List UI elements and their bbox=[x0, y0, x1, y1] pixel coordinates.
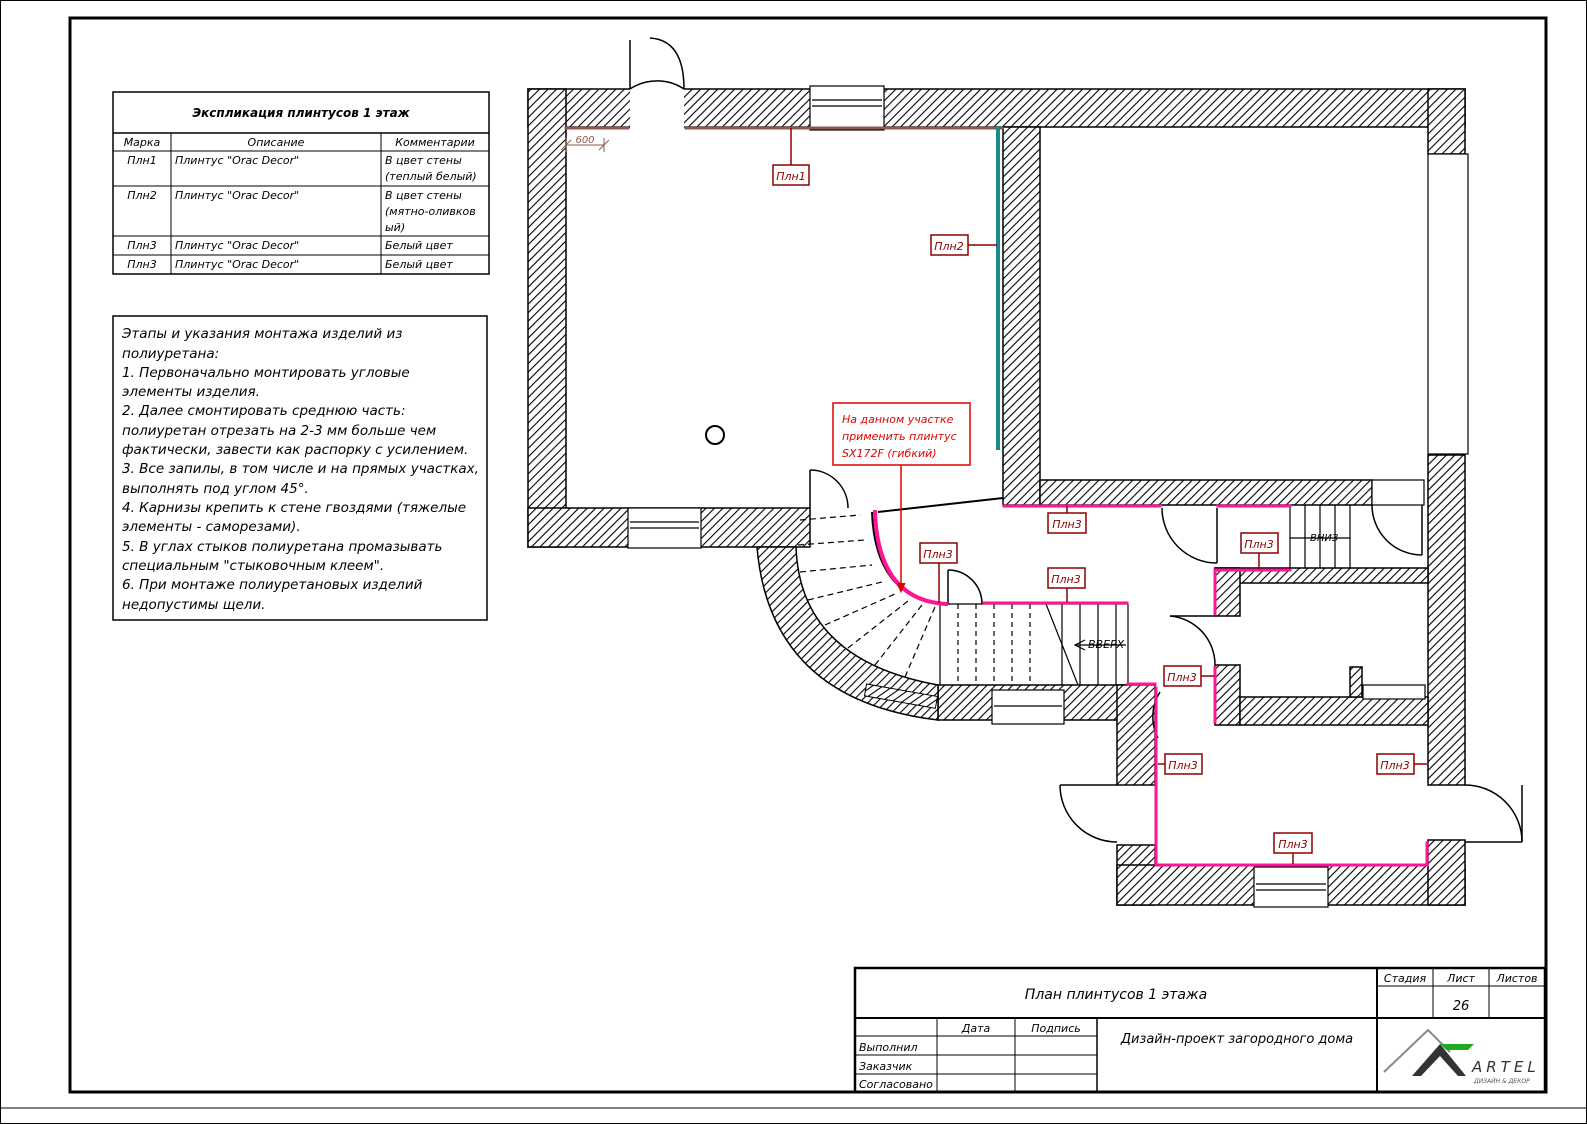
row4-desc: Плинтус "Orac Decor" bbox=[175, 258, 299, 271]
baseboards bbox=[564, 126, 1429, 867]
stage-label: Стадия bbox=[1384, 972, 1427, 985]
row2-comment-1: В цвет стены bbox=[385, 189, 462, 202]
row2-comment-2: (мятно-оливков bbox=[385, 205, 476, 218]
note-line-7: фактически, завести как распорку с усиле… bbox=[122, 442, 468, 458]
curved-stair-wall bbox=[756, 546, 939, 721]
role-approved: Согласовано bbox=[859, 1078, 933, 1091]
tag-pln3-stairs-down: Плн3 bbox=[1244, 538, 1274, 551]
stair-down-label: ВНИЗ bbox=[1310, 533, 1339, 544]
row1-comment-2: (теплый белый) bbox=[385, 170, 477, 183]
callout-line-3: SX172F (гибкий) bbox=[842, 447, 937, 460]
tag-pln3-vestibule-right: Плн3 bbox=[1380, 759, 1410, 772]
note-line-12: 5. В углах стыков полиуретана промазыват… bbox=[122, 539, 442, 555]
row1-mark: Плн1 bbox=[127, 154, 157, 167]
sign-label: Подпись bbox=[1031, 1022, 1080, 1035]
explication-title: Экспликация плинтусов 1 этаж bbox=[192, 106, 410, 120]
tag-pln1: Плн1 bbox=[776, 170, 806, 183]
tag-pln3-bath: Плн3 bbox=[1167, 671, 1197, 684]
row3-comment-1: Белый цвет bbox=[385, 239, 453, 252]
flexible-baseboard-callout: На данном участке применить плинтус SX17… bbox=[832, 402, 971, 594]
title-block: План плинтусов 1 этажа Стадия Лист Листо… bbox=[853, 966, 1547, 1094]
sheets-label: Листов bbox=[1495, 972, 1537, 985]
logo-accent-icon bbox=[1440, 1044, 1474, 1050]
drawing-frame bbox=[68, 16, 1548, 1094]
note-line-15: недопустимы щели. bbox=[122, 597, 265, 613]
col-header-mark: Марка bbox=[124, 136, 161, 149]
sheet-title: План плинтусов 1 этажа bbox=[1025, 987, 1207, 1003]
row1-desc: Плинтус "Orac Decor" bbox=[175, 154, 299, 167]
note-line-10: 4. Карнизы крепить к стене гвоздями (тяж… bbox=[122, 500, 466, 516]
entrance-gap bbox=[630, 87, 684, 129]
note-line-3: 1. Первоначально монтировать угловые bbox=[122, 365, 410, 381]
tag-pln3-hall: Плн3 bbox=[1052, 518, 1082, 531]
row4-mark: Плн3 bbox=[127, 258, 157, 271]
tag-pln3-stairs: Плн3 bbox=[1051, 573, 1081, 586]
tag-pln3-vestibule-bottom: Плн3 bbox=[1278, 838, 1308, 851]
tag-pln3-curve: Плн3 bbox=[923, 548, 953, 561]
note-line-11: элементы - саморезами). bbox=[122, 519, 301, 535]
sheet-number: 26 bbox=[1453, 999, 1470, 1014]
row4-comment-1: Белый цвет bbox=[385, 258, 453, 271]
date-label: Дата bbox=[961, 1022, 991, 1035]
explication-table: Экспликация плинтусов 1 этаж Марка Описа… bbox=[112, 91, 490, 275]
row3-desc: Плинтус "Orac Decor" bbox=[175, 239, 299, 252]
doors bbox=[629, 37, 1523, 843]
callout-line-1: На данном участке bbox=[842, 413, 954, 426]
stair-window bbox=[863, 683, 939, 709]
row3-mark: Плн3 bbox=[127, 239, 157, 252]
dimension-600 bbox=[560, 138, 610, 152]
installation-notes: Этапы и указания монтажа изделий из поли… bbox=[112, 315, 488, 621]
note-line-1: Этапы и указания монтажа изделий из bbox=[121, 326, 402, 342]
note-line-13: специальным "стыковочным клеем". bbox=[122, 558, 384, 574]
column-marker bbox=[705, 425, 725, 445]
note-line-2: полиуретана: bbox=[122, 346, 219, 362]
row2-mark: Плн2 bbox=[127, 189, 157, 202]
note-line-9: выполнять под углом 45°. bbox=[122, 481, 309, 497]
role-customer: Заказчик bbox=[859, 1060, 913, 1073]
artel-logo: ARTEL ДИЗАЙН & ДЕКОР bbox=[1383, 1028, 1540, 1085]
row2-comment-3: ый) bbox=[385, 221, 405, 234]
tag-pln2: Плн2 bbox=[934, 240, 964, 253]
project-name: Дизайн-проект загородного дома bbox=[1120, 1032, 1353, 1047]
row2-desc: Плинтус "Orac Decor" bbox=[175, 189, 299, 202]
dimension-600-label: 600 bbox=[575, 135, 594, 146]
sheet-label: Лист bbox=[1446, 972, 1475, 985]
note-line-14: 6. При монтаже полиуретановых изделий bbox=[122, 577, 423, 593]
logo-text: ARTEL bbox=[1471, 1058, 1540, 1076]
role-performed: Выполнил bbox=[859, 1041, 918, 1054]
windows bbox=[627, 85, 1469, 908]
note-line-5: 2. Далее смонтировать среднюю часть: bbox=[122, 403, 406, 419]
note-line-6: полиуретан отрезать на 2-3 мм больше чем bbox=[122, 423, 436, 439]
col-header-comment: Комментарии bbox=[395, 136, 475, 149]
callout-line-2: применить плинтус bbox=[842, 430, 957, 443]
tags: Плн1 Плн2 Плн3 Плн3 Плн3 Плн3 Плн3 Плн3 … bbox=[772, 164, 1415, 854]
baseboard-pln3-group bbox=[872, 504, 1429, 867]
col-header-description: Описание bbox=[248, 136, 305, 149]
row1-comment-1: В цвет стены bbox=[385, 154, 462, 167]
tag-pln3-vestibule-left: Плн3 bbox=[1168, 759, 1198, 772]
partition-line bbox=[877, 497, 1004, 513]
logo-subtext: ДИЗАЙН & ДЕКОР bbox=[1473, 1078, 1530, 1085]
stair-up-label: ВВЕРХ bbox=[1088, 638, 1125, 651]
note-line-4: элементы изделия. bbox=[122, 384, 260, 400]
note-line-8: 3. Все запилы, в том числе и на прямых у… bbox=[122, 461, 479, 477]
logo-a-icon bbox=[1412, 1044, 1466, 1076]
floor-plan: ВВЕРХ ВНИЗ bbox=[527, 37, 1523, 908]
